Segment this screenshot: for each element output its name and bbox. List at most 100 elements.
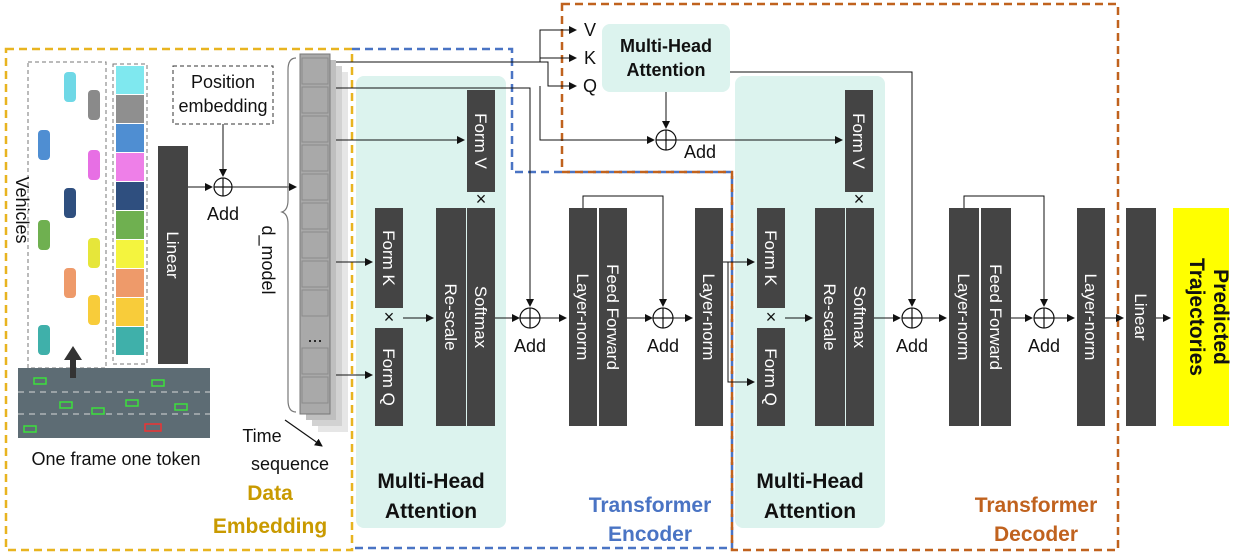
svg-text:Feed Forward: Feed Forward	[603, 264, 622, 370]
svg-text:Linear: Linear	[1131, 293, 1150, 341]
encoder-mha-label-2: Attention	[385, 500, 477, 523]
vehicles-label: Vehicles	[12, 176, 32, 243]
encoder-mha-label-1: Multi-Head	[377, 470, 484, 493]
token-cell	[301, 376, 329, 404]
position-embedding-label-2: embedding	[178, 96, 267, 116]
token-cell	[301, 231, 329, 259]
decoder-top-mha: Multi-Head Attention	[620, 36, 712, 80]
token-cell	[301, 57, 329, 85]
encoder-v-times: ×	[476, 189, 487, 209]
decoder-form-v: Form V	[845, 90, 873, 192]
decoder-feed-forward: Feed Forward	[981, 208, 1011, 426]
svg-text:Re-scale: Re-scale	[441, 283, 460, 350]
decoder-mha-label-1: Multi-Head	[756, 470, 863, 493]
svg-text:Predicted: Predicted	[1209, 269, 1232, 365]
svg-text:Layer-norm: Layer-norm	[1081, 274, 1100, 361]
token-cell	[301, 144, 329, 172]
token-color-cell	[116, 298, 144, 326]
token-column-border	[112, 63, 148, 365]
token-cell	[301, 202, 329, 230]
car	[38, 130, 50, 160]
svg-text:Re-scale: Re-scale	[820, 283, 839, 350]
decoder-add-label-2: Add	[1028, 336, 1060, 356]
decoder-q-label: Q	[583, 76, 597, 96]
decoder-kq-times: ×	[766, 307, 777, 327]
predicted-trajectories-box: Predicted Trajectories	[1173, 208, 1232, 426]
svg-text:Feed Forward: Feed Forward	[986, 264, 1005, 370]
svg-text:Attention: Attention	[627, 60, 706, 80]
svg-text:Layer-norm: Layer-norm	[699, 274, 718, 361]
token-color-cell	[116, 153, 144, 181]
encoder-layer-norm-2: Layer-norm	[695, 208, 723, 426]
d-model-brace	[280, 57, 297, 413]
decoder-form-k: Form K	[757, 208, 785, 308]
decoder-k-label: K	[584, 48, 596, 68]
encoder-form-k: Form K	[375, 208, 403, 308]
decoder-v-label: V	[584, 20, 596, 40]
svg-text:Form V: Form V	[471, 113, 490, 169]
encoder-title-2: Encoder	[608, 523, 692, 546]
d-model-label: d_model	[257, 225, 278, 294]
token-stack	[299, 53, 348, 432]
decoder-v-times: ×	[854, 189, 865, 209]
output-linear-block: Linear	[1126, 208, 1156, 426]
decoder-cross-attention-bg	[602, 24, 730, 92]
encoder-title-1: Transformer	[589, 494, 712, 517]
decoder-title-1: Transformer	[975, 494, 1098, 517]
car	[64, 72, 76, 102]
svg-text:Layer-norm: Layer-norm	[954, 274, 973, 361]
decoder-add-label-1: Add	[896, 336, 928, 356]
token-cell	[301, 260, 329, 288]
svg-text:Layer-norm: Layer-norm	[573, 274, 592, 361]
svg-text:Form K: Form K	[379, 230, 398, 286]
car	[64, 268, 76, 298]
token-cell	[301, 347, 329, 375]
token-color-cell	[116, 240, 144, 268]
aerial-frame-image	[18, 368, 210, 438]
car	[38, 220, 50, 250]
time-sequence-arrow	[284, 419, 323, 447]
car	[64, 188, 76, 218]
encoder-rescale-block: Re-scale	[436, 208, 466, 426]
encoder-feed-forward: Feed Forward	[599, 208, 627, 426]
encoder-add-label-1: Add	[514, 336, 546, 356]
svg-text:Multi-Head: Multi-Head	[620, 36, 712, 56]
encoder-form-q: Form Q	[375, 328, 403, 426]
car	[88, 295, 100, 325]
decoder-layer-norm-1: Layer-norm	[949, 208, 979, 426]
token-color-cell	[116, 269, 144, 297]
token-cell	[301, 115, 329, 143]
time-label-2: sequence	[251, 454, 329, 474]
embedding-linear-label: Linear	[163, 231, 182, 279]
token-color-cell	[116, 182, 144, 210]
decoder-softmax-block: Softmax	[846, 208, 874, 426]
token-color-cell	[116, 66, 144, 94]
embedding-linear-block	[158, 146, 188, 364]
encoder-layer-norm-1: Layer-norm	[569, 208, 597, 426]
vehicle-icons	[38, 72, 100, 355]
token-color-strip	[116, 66, 144, 355]
token-cells	[301, 57, 329, 404]
decoder-form-q: Form Q	[757, 328, 785, 426]
token-cell	[301, 86, 329, 114]
svg-text:Form Q: Form Q	[761, 348, 780, 406]
car	[88, 90, 100, 120]
token-cell	[301, 173, 329, 201]
car	[88, 150, 100, 180]
encoder-form-v: Form V	[467, 90, 495, 192]
token-color-cell	[116, 327, 144, 355]
data-embedding-region	[4, 47, 354, 552]
token-cell	[301, 289, 329, 317]
encoder-add-label-2: Add	[647, 336, 679, 356]
decoder-top-add-label: Add	[684, 142, 716, 162]
decoder-mha-label-2: Attention	[764, 500, 856, 523]
svg-text:Trajectories: Trajectories	[1185, 258, 1208, 376]
position-embedding-box	[172, 65, 274, 125]
frame-up-arrow	[64, 346, 82, 378]
decoder-title-2: Decoder	[994, 523, 1078, 546]
token-color-cell	[116, 95, 144, 123]
position-embedding-label-1: Position	[191, 72, 255, 92]
encoder-softmax-block: Softmax	[467, 208, 495, 426]
token-ellipsis: ...	[307, 326, 322, 346]
